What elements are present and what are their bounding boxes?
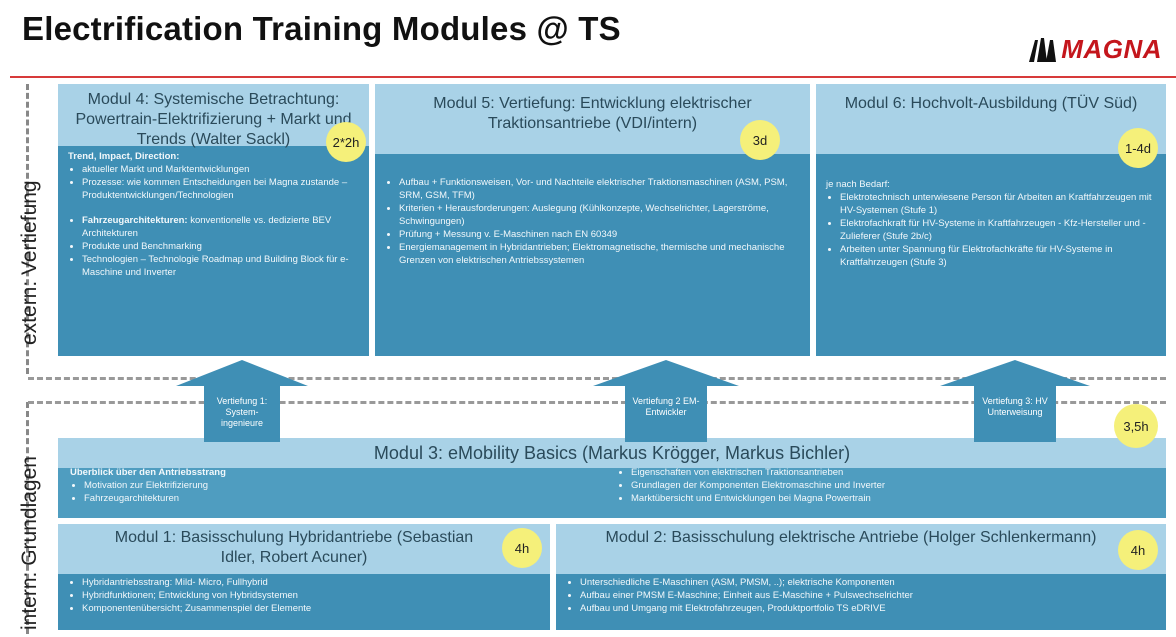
arrow-label: Vertiefung 3: HV Unterweisung xyxy=(982,396,1048,417)
list-item: Fahrzeugarchitekturen xyxy=(84,492,607,505)
modul4-list: aktueller Markt und Marktentwicklungen P… xyxy=(68,163,359,202)
list-item: Marktübersicht und Entwicklungen bei Mag… xyxy=(631,492,1154,505)
list-item: Hybridfunktionen; Entwicklung von Hybrid… xyxy=(82,589,540,602)
list-item: Kriterien + Herausforderungen: Auslegung… xyxy=(399,202,800,228)
modul3-content: Überblick über den Antriebsstrang Motiva… xyxy=(70,466,1154,505)
modul4-card: Modul 4: Systemische Betrachtung: Powert… xyxy=(58,84,369,356)
arrow-vertiefung-3: Vertiefung 3: HV Unterweisung xyxy=(940,360,1090,442)
arrow-label: Vertiefung 1: System-ingenieure xyxy=(216,396,268,428)
modul1-list: Hybridantriebsstrang: Mild- Micro, Fullh… xyxy=(68,576,540,615)
modul1-card: Modul 1: Basisschulung Hybridantriebe (S… xyxy=(58,524,550,630)
extern-section-label: extern: Vertiefung xyxy=(18,180,41,345)
list-item: Hybridantriebsstrang: Mild- Micro, Fullh… xyxy=(82,576,540,589)
modul3-title: Modul 3: eMobility Basics (Markus Krögge… xyxy=(58,438,1166,468)
list-item: Aufbau einer PMSM E-Maschine; Einheit au… xyxy=(580,589,1156,602)
modul6-title: Modul 6: Hochvolt-Ausbildung (TÜV Süd) xyxy=(816,84,1166,154)
modul2-title: Modul 2: Basisschulung elektrische Antri… xyxy=(556,524,1166,574)
section-separator-upper xyxy=(28,377,1166,380)
magna-logo-icon xyxy=(1029,38,1057,62)
modul5-list: Aufbau + Funktionsweisen, Vor- und Nacht… xyxy=(385,176,800,267)
list-item: Aufbau und Umgang mit Elektrofahrzeugen,… xyxy=(580,602,1156,615)
section-separator-lower xyxy=(28,401,1166,404)
modul4-duration-badge: 2*2h xyxy=(326,122,366,162)
modul5-card: Modul 5: Vertiefung: Entwicklung elektri… xyxy=(375,84,810,356)
modul1-content: Hybridantriebsstrang: Mild- Micro, Fullh… xyxy=(68,576,540,615)
modul4-list-2: Fahrzeugarchitekturen: konventionelle vs… xyxy=(68,214,359,279)
modul6-list: Elektrotechnisch unterwiesene Person für… xyxy=(826,191,1156,269)
modul2-content: Unterschiedliche E-Maschinen (ASM, PMSM,… xyxy=(566,576,1156,615)
list-item: Komponentenübersicht; Zusammenspiel der … xyxy=(82,602,540,615)
modul5-title: Modul 5: Vertiefung: Entwicklung elektri… xyxy=(375,84,810,154)
modul5-duration-badge: 3d xyxy=(740,120,780,160)
list-item: Grundlagen der Komponenten Elektromaschi… xyxy=(631,479,1154,492)
arrow-vertiefung-1: Vertiefung 1: System-ingenieure xyxy=(176,360,308,442)
modul2-list: Unterschiedliche E-Maschinen (ASM, PMSM,… xyxy=(566,576,1156,615)
extern-divider xyxy=(26,84,29,374)
arrow-label: Vertiefung 2 EM-Entwickler xyxy=(632,396,700,417)
modul5-content: Aufbau + Funktionsweisen, Vor- und Nacht… xyxy=(385,176,800,267)
modul6-content: je nach Bedarf: Elektrotechnisch unterwi… xyxy=(826,178,1156,269)
list-item: Produkte und Benchmarking xyxy=(82,240,359,253)
modul4-title: Modul 4: Systemische Betrachtung: Powert… xyxy=(58,84,369,148)
modul3-left-list: Motivation zur Elektrifizierung Fahrzeug… xyxy=(70,479,607,505)
list-item: Arbeiten unter Spannung für Elektrofachk… xyxy=(840,243,1156,269)
list-item: Elektrotechnisch unterwiesene Person für… xyxy=(840,191,1156,217)
modul2-card: Modul 2: Basisschulung elektrische Antri… xyxy=(556,524,1166,630)
modul1-title: Modul 1: Basisschulung Hybridantriebe (S… xyxy=(58,524,550,574)
modul3-right-column: Eigenschaften von elektrischen Traktions… xyxy=(607,466,1154,505)
list-item: Eigenschaften von elektrischen Traktions… xyxy=(631,466,1154,479)
magna-logo-text: MAGNA xyxy=(1061,33,1162,64)
list-item: Technologien – Technologie Roadmap und B… xyxy=(82,253,359,279)
list-item: Prüfung + Messung v. E-Maschinen nach EN… xyxy=(399,228,800,241)
list-item: Fahrzeugarchitekturen: konventionelle vs… xyxy=(82,214,359,240)
list-item: Aufbau + Funktionsweisen, Vor- und Nacht… xyxy=(399,176,800,202)
intern-section-label: intern: Grundlagen xyxy=(18,456,41,630)
modul1-duration-badge: 4h xyxy=(502,528,542,568)
modul4-content: Trend, Impact, Direction: aktueller Mark… xyxy=(68,150,359,279)
modul3-intro: Überblick über den Antriebsstrang xyxy=(70,467,226,478)
modul6-intro: je nach Bedarf: xyxy=(826,179,890,190)
intern-divider xyxy=(26,402,29,634)
modul6-card: Modul 6: Hochvolt-Ausbildung (TÜV Süd) j… xyxy=(816,84,1166,356)
magna-logo: MAGNA xyxy=(1027,34,1162,64)
modul4-intro: Trend, Impact, Direction: xyxy=(68,151,180,162)
modul2-duration-badge: 4h xyxy=(1118,530,1158,570)
list-item: Elektrofachkraft für HV-Systeme in Kraft… xyxy=(840,217,1156,243)
arrow-vertiefung-2: Vertiefung 2 EM-Entwickler xyxy=(593,360,739,442)
title-rule xyxy=(10,76,1176,78)
modul3-left-column: Überblick über den Antriebsstrang Motiva… xyxy=(70,466,607,505)
modul6-duration-badge: 1-4d xyxy=(1118,128,1158,168)
modul3-duration-badge: 3,5h xyxy=(1114,404,1158,448)
list-item: Unterschiedliche E-Maschinen (ASM, PMSM,… xyxy=(580,576,1156,589)
list-item: aktueller Markt und Marktentwicklungen xyxy=(82,163,359,176)
list-item: Energiemanagement in Hybridantrieben; El… xyxy=(399,241,800,267)
page-title: Electrification Training Modules @ TS xyxy=(22,10,621,47)
list-item: Prozesse: wie kommen Entscheidungen bei … xyxy=(82,176,359,202)
list-item: Motivation zur Elektrifizierung xyxy=(84,479,607,492)
modul3-right-list: Eigenschaften von elektrischen Traktions… xyxy=(617,466,1154,505)
